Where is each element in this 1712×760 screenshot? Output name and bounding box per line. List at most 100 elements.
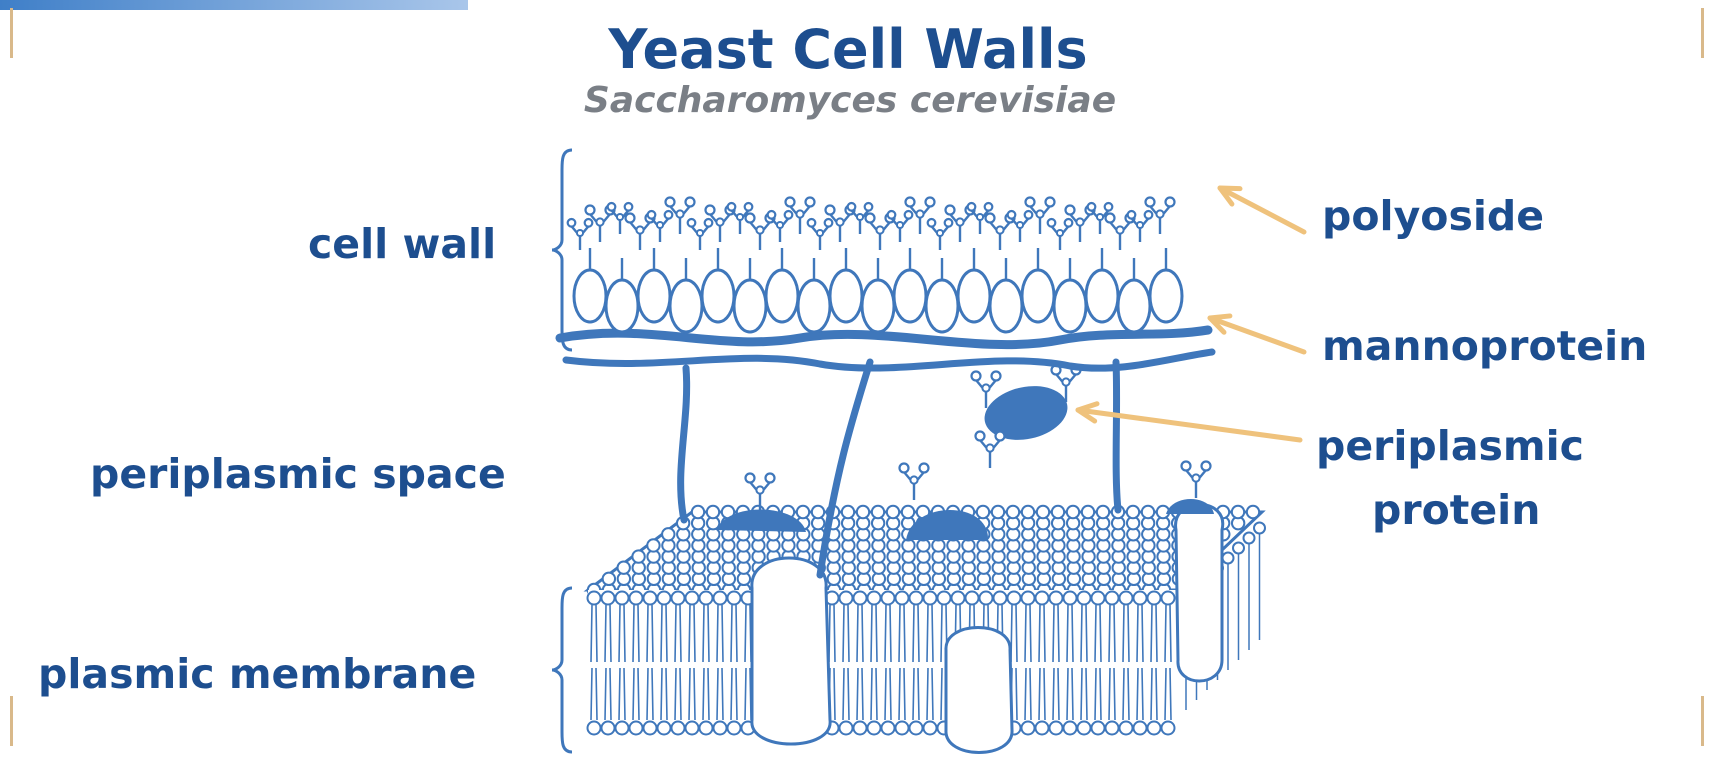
lipid-head-upper: [910, 592, 923, 605]
lipid-head-upper: [672, 592, 685, 605]
lipid-head-top: [1007, 506, 1019, 518]
lipid-head-upper: [854, 592, 867, 605]
lipid-head-top: [812, 506, 824, 518]
lipid-head-top: [977, 506, 989, 518]
periplasmic-protein: [980, 379, 1073, 447]
lipid-head-top: [797, 506, 809, 518]
polyoside-chain: [688, 219, 713, 250]
lipid-head-upper: [1162, 592, 1175, 605]
brackets: [552, 150, 572, 752]
lipid-head-side: [1254, 523, 1265, 534]
lipid-head-top: [1247, 506, 1259, 518]
lipid-head-lower: [714, 722, 727, 735]
lipid-head-upper: [840, 592, 853, 605]
lipid-head-top: [992, 506, 1004, 518]
lipid-head-top: [1097, 506, 1109, 518]
mannoprotein-oval: [990, 280, 1022, 332]
polyoside-chain: [1128, 211, 1153, 242]
lipid-head-upper: [882, 592, 895, 605]
lipid-head-upper: [700, 592, 713, 605]
mannoprotein-oval: [958, 270, 990, 322]
lipid-head-lower: [896, 722, 909, 735]
mannoprotein-oval: [702, 270, 734, 322]
mannoprotein-oval: [1086, 270, 1118, 322]
lipid-head-upper: [1120, 592, 1133, 605]
lipid-head-lower: [630, 722, 643, 735]
lipid-head-top: [1142, 506, 1154, 518]
label-cell-wall: cell wall: [308, 222, 496, 267]
lipid-head-upper: [1078, 592, 1091, 605]
lipid-head-upper: [952, 592, 965, 605]
lipid-head-lower: [868, 722, 881, 735]
lipid-head-upper: [994, 592, 1007, 605]
lipid-head-upper: [644, 592, 657, 605]
polyoside-chain: [1048, 219, 1073, 250]
periplasmic-protein-glycan-3: [976, 432, 1005, 469]
polyoside-chain: [768, 211, 793, 242]
lipid-head-lower: [910, 722, 923, 735]
lipid-head-lower: [1134, 722, 1147, 735]
polyoside-chain: [808, 219, 833, 250]
lipid-head-upper: [1022, 592, 1035, 605]
lipid-head-lower: [1036, 722, 1049, 735]
brace-plasmic-membrane: [552, 588, 572, 752]
mannoprotein-oval: [574, 270, 606, 322]
label-mannoprotein: mannoprotein: [1322, 324, 1647, 369]
lipid-head-upper: [924, 592, 937, 605]
transmembrane-protein-1: [752, 558, 830, 744]
mannoprotein-oval: [606, 280, 638, 332]
lipid-head-upper: [658, 592, 671, 605]
lipid-head-upper: [602, 592, 615, 605]
surface-protein-glycan-3: [1182, 462, 1211, 499]
label-periplasmic-space: periplasmic space: [90, 452, 506, 497]
lipid-head-top: [887, 506, 899, 518]
lipid-head-lower: [588, 722, 601, 735]
lipid-head-lower: [882, 722, 895, 735]
lipid-head-upper: [1036, 592, 1049, 605]
glucan-strand-1: [560, 330, 1208, 345]
lipid-head-top: [618, 562, 630, 574]
mannoprotein-oval: [926, 280, 958, 332]
label-periplasmic-protein-line1: periplasmic: [1316, 424, 1584, 469]
lipid-head-side: [1223, 553, 1234, 564]
label-periplasmic-protein-line2: protein: [1372, 488, 1540, 533]
lipid-head-top: [842, 506, 854, 518]
lipid-head-lower: [1078, 722, 1091, 735]
surface-protein-glycan-2: [900, 464, 929, 501]
lipid-head-side: [1244, 533, 1255, 544]
mannoprotein-oval: [1118, 280, 1150, 332]
brace-cell-wall: [552, 150, 572, 350]
lipid-head-upper: [966, 592, 979, 605]
lipid-head-lower: [658, 722, 671, 735]
lipid-head-lower: [924, 722, 937, 735]
arrow-periplasmic-protein: [1078, 404, 1300, 440]
lipid-head-lower: [728, 722, 741, 735]
cell-wall-layer: [560, 248, 1212, 368]
mannoprotein-oval: [670, 280, 702, 332]
lipid-head-lower: [1120, 722, 1133, 735]
mannoprotein-oval: [1054, 280, 1086, 332]
transmembrane-protein-3: [1176, 505, 1223, 682]
lipid-head-top: [707, 506, 719, 518]
lipid-head-top: [1037, 506, 1049, 518]
lipid-head-upper: [980, 592, 993, 605]
lipid-head-upper: [1134, 592, 1147, 605]
lipid-head-top: [603, 573, 615, 585]
polyoside-chain: [1008, 211, 1033, 242]
polyoside-chain: [568, 219, 593, 250]
label-polyoside: polyoside: [1322, 194, 1544, 239]
periplasmic-strand-3: [1116, 362, 1118, 510]
lipid-head-top: [857, 506, 869, 518]
lipid-head-lower: [840, 722, 853, 735]
lipid-head-lower: [854, 722, 867, 735]
mannoprotein-oval: [798, 280, 830, 332]
polyoside-chains: [568, 198, 1175, 251]
mannoprotein-oval: [1150, 270, 1182, 322]
lipid-head-top: [1022, 506, 1034, 518]
lipid-head-upper: [616, 592, 629, 605]
lipid-head-top: [872, 506, 884, 518]
lipid-head-upper: [896, 592, 909, 605]
membrane-front: [588, 590, 1180, 740]
lipid-head-lower: [602, 722, 615, 735]
